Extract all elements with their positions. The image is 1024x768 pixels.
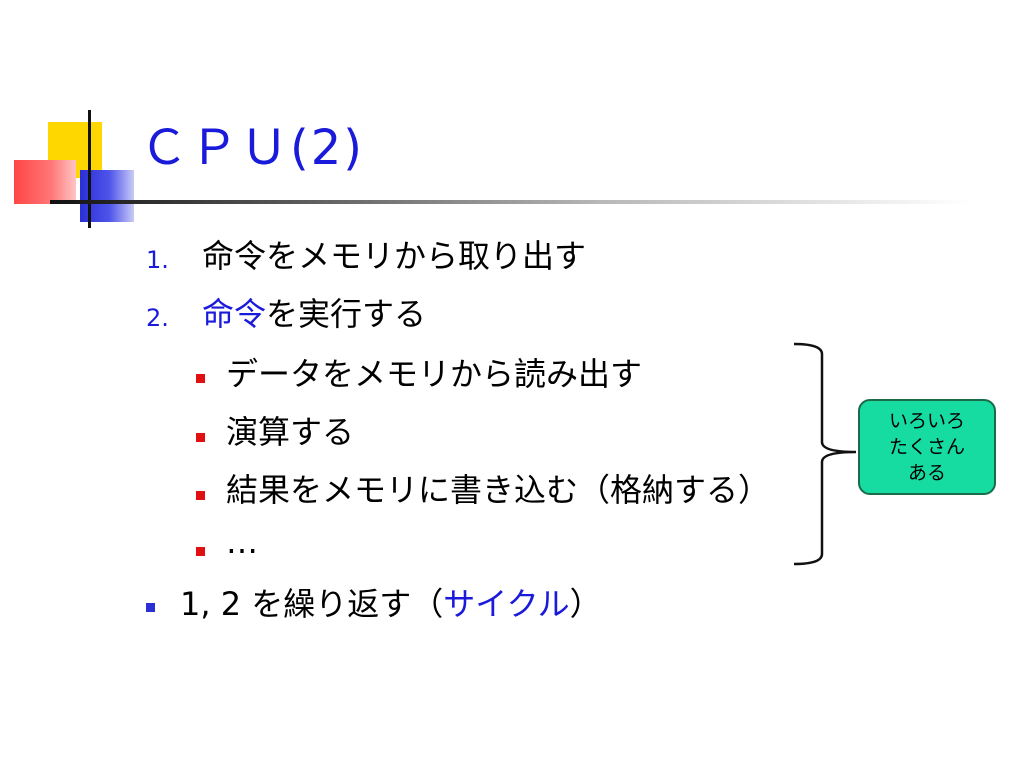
sub-item-4: … [226,523,258,561]
item-number-1: 1. [146,246,169,274]
right-brace-icon [793,342,857,566]
callout-box: いろいろ たくさん ある [858,399,996,495]
sub-item-1: データをメモリから読み出す [226,355,643,393]
sub-bullet-1 [196,374,205,383]
sub-bullet-4 [196,547,205,556]
sub-item-2: 演算する [226,413,355,451]
decor-vertical-line [88,110,91,228]
item-text-3-prefix: 1, 2 を繰り返す（ [180,585,444,623]
slide-title: ＣＰＵ(2) [140,120,364,176]
item-text-2: 命令を実行する [202,294,426,334]
item-text-2-highlight: 命令 [202,295,267,333]
sub-item-3: 結果をメモリに書き込む（格納する） [226,471,771,509]
item-text-3-highlight: サイクル [443,585,570,623]
item-text-1: 命令をメモリから取り出す [202,237,587,275]
item-bullet-3 [146,603,155,612]
item-text-3-suffix: ） [569,585,602,623]
title-underline [50,200,970,204]
sub-bullet-2 [196,433,205,442]
item-text-3: 1, 2 を繰り返す（サイクル） [180,584,602,624]
item-text-2-rest: を実行する [266,295,427,333]
item-number-2: 2. [146,304,169,332]
callout-line-2: たくさん [888,436,965,458]
callout-line-1: いろいろ [888,410,965,432]
sub-bullet-3 [196,491,205,500]
callout-line-3: ある [907,462,946,484]
decor-red-square [14,160,76,204]
